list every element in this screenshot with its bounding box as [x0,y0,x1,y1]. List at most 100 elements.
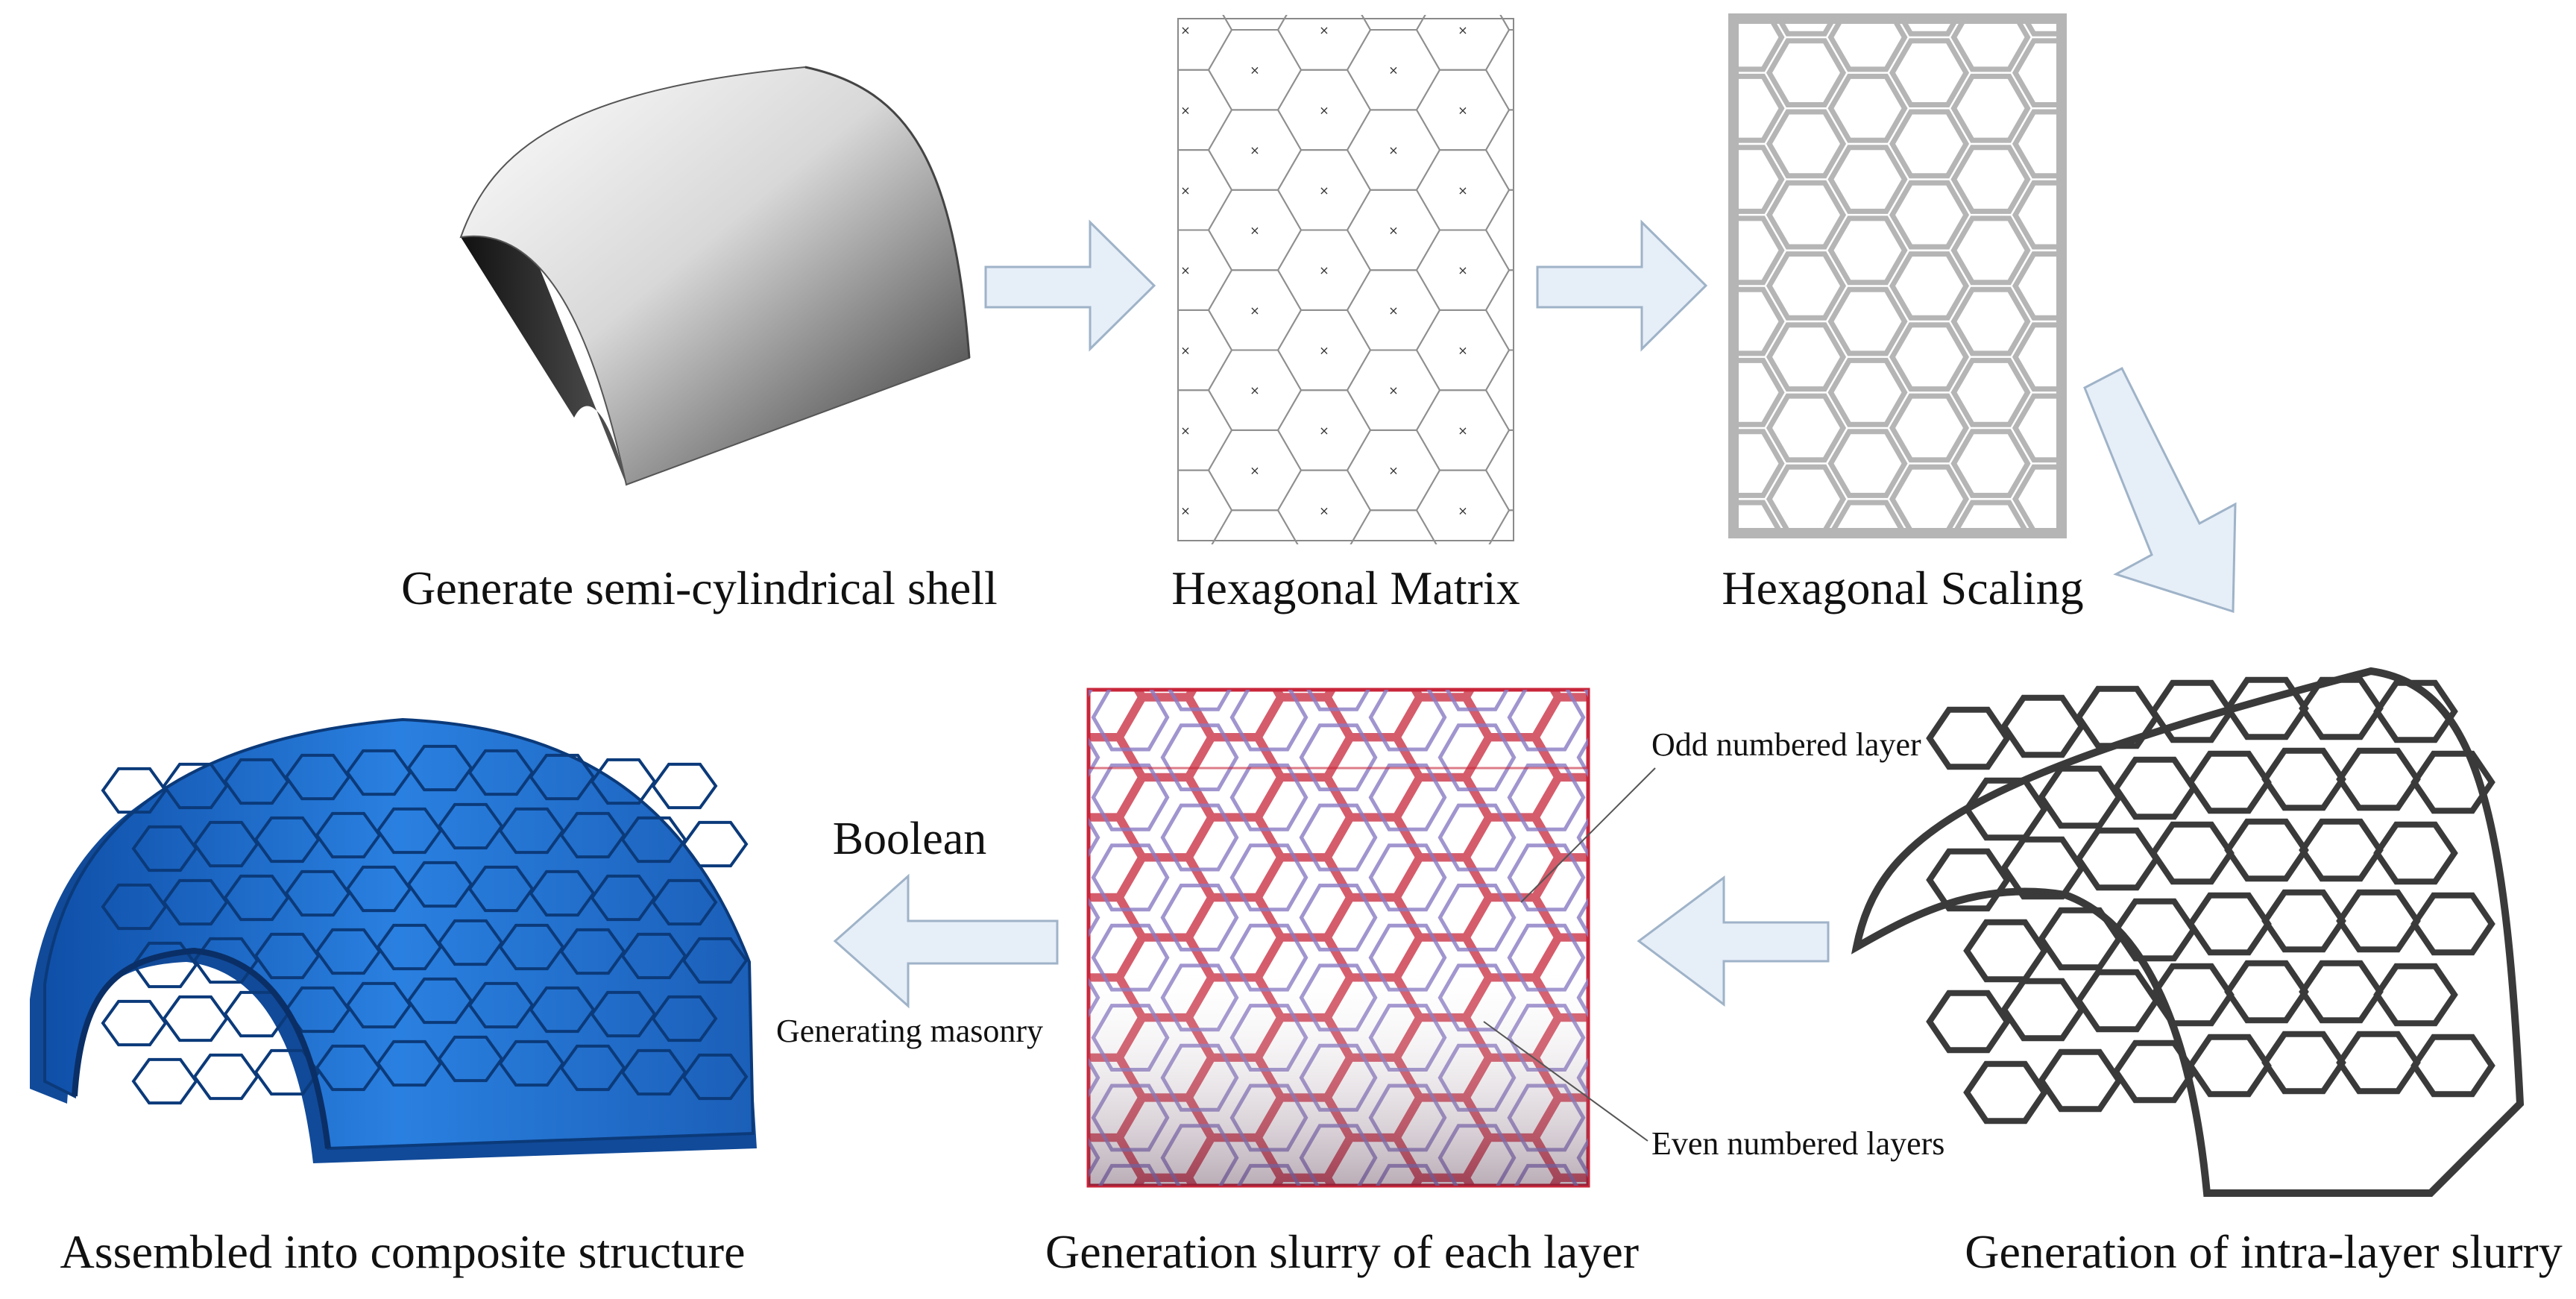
composite-hex-cell [101,767,168,814]
hexagonal-matrix-panel: ××××××××××××××××××××××××××××××××××××××××… [1070,0,1648,638]
intra-layer-hex-cell [2187,750,2272,814]
intra-layer-hex-cell [2410,750,2495,814]
scaled-hex-cell [1827,216,1908,286]
scaled-hex-cell [1950,286,2031,356]
scaled-hex-cell [2077,5,2151,69]
matrix-center-mark: × [1388,464,1398,478]
intra-layer-hex-cell [2075,827,2160,891]
matrix-hex-cell [1070,0,1162,30]
matrix-center-mark: × [1180,103,1190,117]
scaled-hex-cell [1766,464,1847,529]
matrix-center-mark: × [1250,464,1259,478]
even-layer-hex-cell [1648,1246,1722,1299]
composite-hex-cell [467,865,535,913]
odd-layer-hex-cell [1607,820,1695,896]
intra-layer-hex-cell [1926,990,2011,1054]
matrix-center-mark: × [1111,383,1121,397]
intra-layer-hex-cell [2373,821,2458,885]
intra-layer-hex-cell [2299,676,2384,740]
composite-hex-cell [253,816,321,864]
composite-hex-cell [101,999,168,1047]
odd-layer-hex-cell [1414,690,1471,698]
annotation-boolean: Boolean [833,814,987,864]
composite-hex-cell [651,995,718,1042]
intra-layer-hex-cell [2373,679,2458,743]
scaled-hex-cell [2077,573,2151,638]
scaled-hex-cell [1889,464,1970,529]
scaled-hex-cell [1892,609,1966,673]
intra-layer-hex-cell [2038,765,2123,829]
matrix-hex-cell [1070,430,1162,510]
matrix-center-mark: × [1458,183,1467,198]
composite-hex-cell [620,932,687,980]
scaled-hex-cell [1777,22,1835,37]
composite-hex-cell [376,923,443,971]
scaled-hex-cell [1827,73,1908,143]
composite-hex-cell [437,802,504,850]
matrix-center-mark: × [1319,23,1329,37]
intra-layer-hex-cell [1963,919,2048,983]
composite-hex-cell [284,869,351,917]
scaled-hex-cell [1737,216,1785,286]
composite-hex-cell [131,825,198,872]
intra-layer-hex-cell [2112,1039,2197,1104]
matrix-center-mark: × [1111,143,1121,157]
matrix-center-mark: × [1180,503,1190,518]
matrix-center-mark: × [1319,503,1329,518]
scaled-hex-cell [1646,112,1720,176]
scaled-hex-cell [1950,73,2031,143]
matrix-center-mark: × [1527,383,1537,397]
matrix-center-mark: × [1250,623,1259,638]
intra-layer-hex-cell [2112,756,2197,820]
scaled-hex-cell [1766,322,1847,392]
even-layer-hex-cell [1509,606,1583,670]
hexagonal-scaling-panel [1646,5,2151,673]
scaled-hex-cell [1950,357,2031,427]
matrix-center-mark: × [1458,424,1467,438]
matrix-center-mark: × [1319,183,1329,198]
matrix-center-mark: × [1596,344,1606,358]
intra-layer-hex-cell [2112,898,2197,962]
intra-layer-hex-cell [2410,1034,2495,1098]
matrix-center-mark: × [1388,383,1398,397]
intra-layer-hex-cell [2261,889,2346,953]
matrix-hex-cell [1070,30,1162,110]
matrix-center-mark: × [1180,424,1190,438]
odd-layer-hex-cell [1607,980,1695,1056]
arrow-right-2 [1536,219,1708,352]
composite-hex-cell [345,865,412,913]
scaled-hex-cell [1737,145,1785,214]
even-layer-hex-cell [1648,606,1722,670]
matrix-center-mark: × [1111,464,1121,478]
matrix-hex-cell [1555,390,1648,470]
composite-hex-cell [315,811,382,859]
scaled-hex-cell [2012,180,2058,250]
odd-layer-hex-cell [1052,579,1140,655]
matrix-center-mark: × [1527,464,1537,478]
intra-layer-slurry-shell [1851,667,2525,1197]
matrix-center-mark: × [1180,183,1190,198]
composite-hex-cell [620,816,687,864]
matrix-center-mark: × [1388,63,1398,78]
even-layer-hex-cell [1648,765,1722,829]
composite-hex-cell [620,1048,687,1096]
even-layer-leader-line [1483,1021,1648,1142]
annotation-masonry: Generating masonry [776,1013,1043,1049]
arrow-diagonal-down [2083,366,2237,614]
even-layer-hex-cell [1648,1166,1722,1230]
matrix-hex-cell [1070,110,1162,189]
matrix-center-mark: × [1111,544,1121,558]
scaled-hex-cell [1737,286,1785,356]
odd-layer-hex-cell [1137,690,1194,698]
intra-layer-hex-cell [1963,1060,2048,1125]
matrix-center-mark: × [1250,383,1259,397]
scaled-hex-cell [1889,251,1970,321]
composite-hex-cell [437,919,504,966]
matrix-hex-cell [1555,150,1648,230]
scaled-hex-cell [2012,251,2058,321]
intra-layer-hex-cell [2075,969,2160,1033]
scaled-hex-cell [1889,38,1970,107]
matrix-center-mark: × [1458,503,1467,518]
matrix-center-mark: × [1596,183,1606,198]
composite-hex-cell [376,807,443,855]
